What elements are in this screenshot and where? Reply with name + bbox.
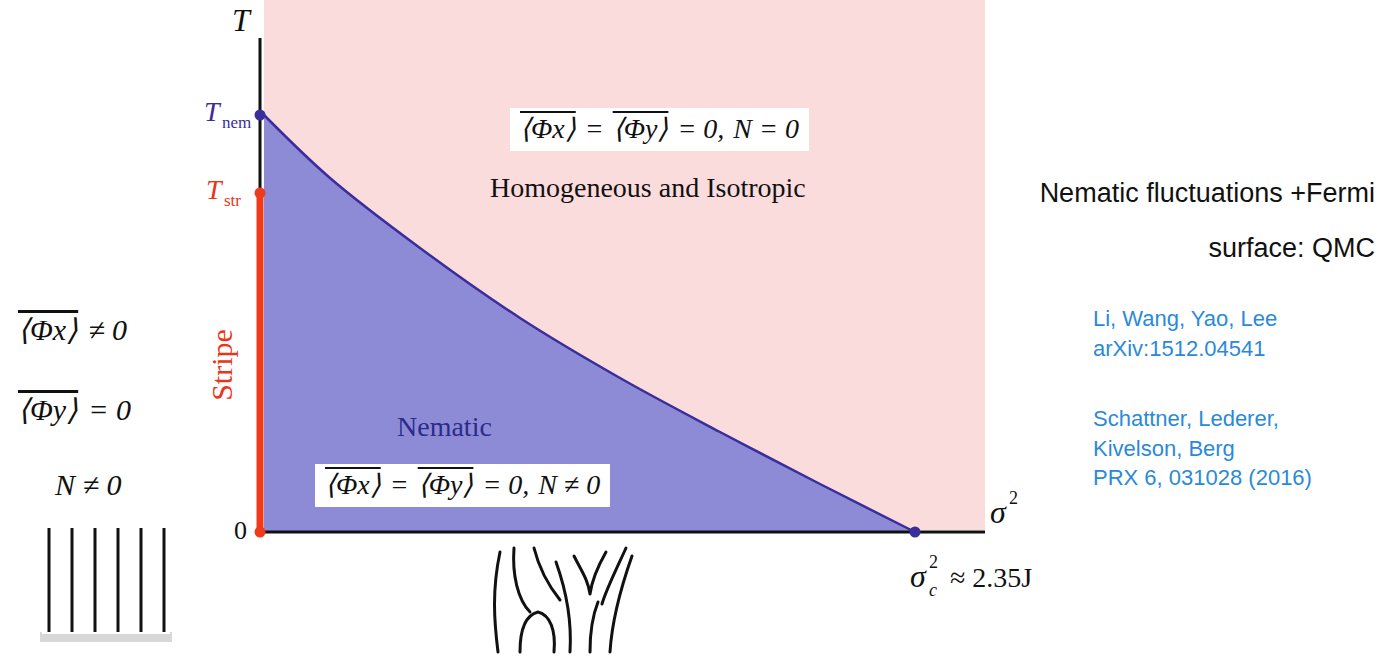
temperature-label: T xyxy=(204,96,220,128)
origin-label: 0 xyxy=(234,516,247,546)
temperature-label: T xyxy=(206,174,222,206)
t-axis xyxy=(259,38,262,532)
t-nem-dot xyxy=(255,110,266,121)
stripe-line xyxy=(94,528,97,632)
subscript: c xyxy=(929,580,937,601)
formula-term: = 0, xyxy=(677,113,724,145)
reference: PRX 6, 031028 (2016) xyxy=(1093,465,1312,490)
formula-term: = xyxy=(390,469,409,501)
reference: Schattner, Lederer, Kivelson, Berg xyxy=(1093,404,1343,464)
reference: Li, Wang, Yao, Lee xyxy=(1093,306,1277,331)
t-str-dot xyxy=(255,188,266,199)
formula-term: ⟨Φx⟩ xyxy=(325,468,381,501)
stripe-line xyxy=(163,528,166,632)
domain-line xyxy=(610,556,632,652)
formula-term: = 0 xyxy=(88,393,131,428)
formula-term: N = 0 xyxy=(733,113,799,145)
phase-boundary xyxy=(264,115,915,532)
superscript: 2 xyxy=(929,552,938,573)
domain-line xyxy=(534,548,560,600)
formula-row: N ≠ 0 xyxy=(55,468,121,503)
isotropic-region: Homogeneous and Isotropic⟨Φx⟩=⟨Φy⟩= 0,N … xyxy=(264,0,985,530)
region-label: Homogeneous and Isotropic xyxy=(490,172,806,204)
domain-line xyxy=(520,612,554,652)
nematic-illustration xyxy=(495,548,633,652)
formula-term: = xyxy=(585,113,604,145)
stripe-illustration xyxy=(40,526,172,642)
formula-term: ⟨Φx⟩ xyxy=(18,313,78,348)
formula-term: N ≠ 0 xyxy=(538,469,600,501)
origin-dot xyxy=(255,527,266,538)
domain-line xyxy=(574,552,606,594)
formula-term: ⟨Φy⟩ xyxy=(18,393,78,428)
critical-value: σ xyxy=(910,558,926,595)
domain-line xyxy=(590,602,598,652)
axis-label: σ xyxy=(990,494,1006,531)
region-fill xyxy=(264,115,915,532)
note-text: Nematic fluctuations +Fermi surface: QMC xyxy=(1030,166,1375,276)
formula-term: N ≠ 0 xyxy=(55,468,121,503)
stripe-line xyxy=(117,528,120,632)
stripe-line xyxy=(71,528,74,632)
region-label: Nematic xyxy=(397,411,492,443)
critical-value: ≈ 2.35J xyxy=(950,562,1032,594)
formula-term: ⟨Φx⟩ xyxy=(520,112,576,145)
superscript: 2 xyxy=(1009,488,1018,509)
stripe-line xyxy=(140,528,143,632)
formula-term: = 0, xyxy=(482,469,529,501)
domain-line xyxy=(495,552,501,652)
axis-label: T xyxy=(232,2,250,39)
critical-dot xyxy=(910,527,921,538)
subscript: nem xyxy=(222,113,251,133)
region-fill-guide xyxy=(264,115,915,532)
reference: arXiv:1512.04541 xyxy=(1093,336,1265,361)
sigma-axis xyxy=(259,531,986,534)
stripe-line xyxy=(48,528,51,632)
shadow xyxy=(40,632,172,642)
formula-term: ⟨Φy⟩ xyxy=(613,112,669,145)
formula-row: ⟨Φx⟩ ≠ 0 xyxy=(18,313,127,348)
domain-line xyxy=(602,548,626,604)
formula-term: ⟨Φy⟩ xyxy=(418,468,474,501)
subscript: str xyxy=(224,191,241,211)
domain-line xyxy=(514,548,530,612)
stripe-panel xyxy=(42,526,170,634)
domain-line xyxy=(556,562,570,652)
stripe-line xyxy=(257,193,264,532)
formula-row: ⟨Φy⟩ = 0 xyxy=(18,393,131,428)
formula-term: ≠ 0 xyxy=(88,313,127,348)
formula-box: ⟨Φx⟩ = ⟨Φy⟩= 0, N ≠ 0 xyxy=(315,464,610,507)
phase-label: Stripe xyxy=(205,329,240,401)
formula-box: ⟨Φx⟩ = ⟨Φy⟩= 0, N = 0 xyxy=(510,108,809,151)
